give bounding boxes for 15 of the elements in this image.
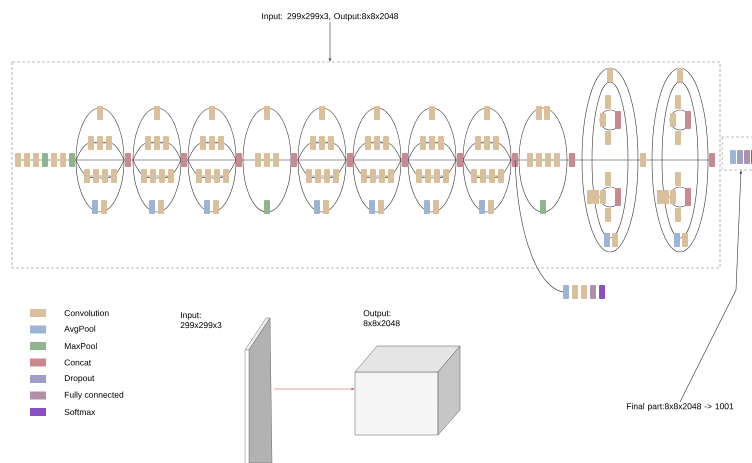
output-cube: Output: 8x8x2048 xyxy=(354,310,460,436)
legend-label: Concat xyxy=(64,360,92,366)
legend-label: Fully connected xyxy=(64,392,124,400)
node-label: Output: 8x8x2048 xyxy=(364,310,400,326)
input-slab: Input: 299x299x3 xyxy=(180,312,272,463)
heading-text: Input: 299x299x3, Output:8x8x2048 xyxy=(262,13,398,21)
network-frame xyxy=(12,62,720,268)
legend-label: Softmax xyxy=(64,408,96,416)
legend-label: MaxPool xyxy=(64,342,97,350)
legend-label: Convolution xyxy=(64,310,109,316)
annotation-text: Final part:8x8x2048 -> 1001 xyxy=(626,403,734,411)
node-label: Input: 299x299x3 xyxy=(180,312,222,328)
output-frame xyxy=(722,136,752,170)
legend-label: Dropout xyxy=(64,375,94,383)
legend-label: AvgPool xyxy=(64,326,96,334)
